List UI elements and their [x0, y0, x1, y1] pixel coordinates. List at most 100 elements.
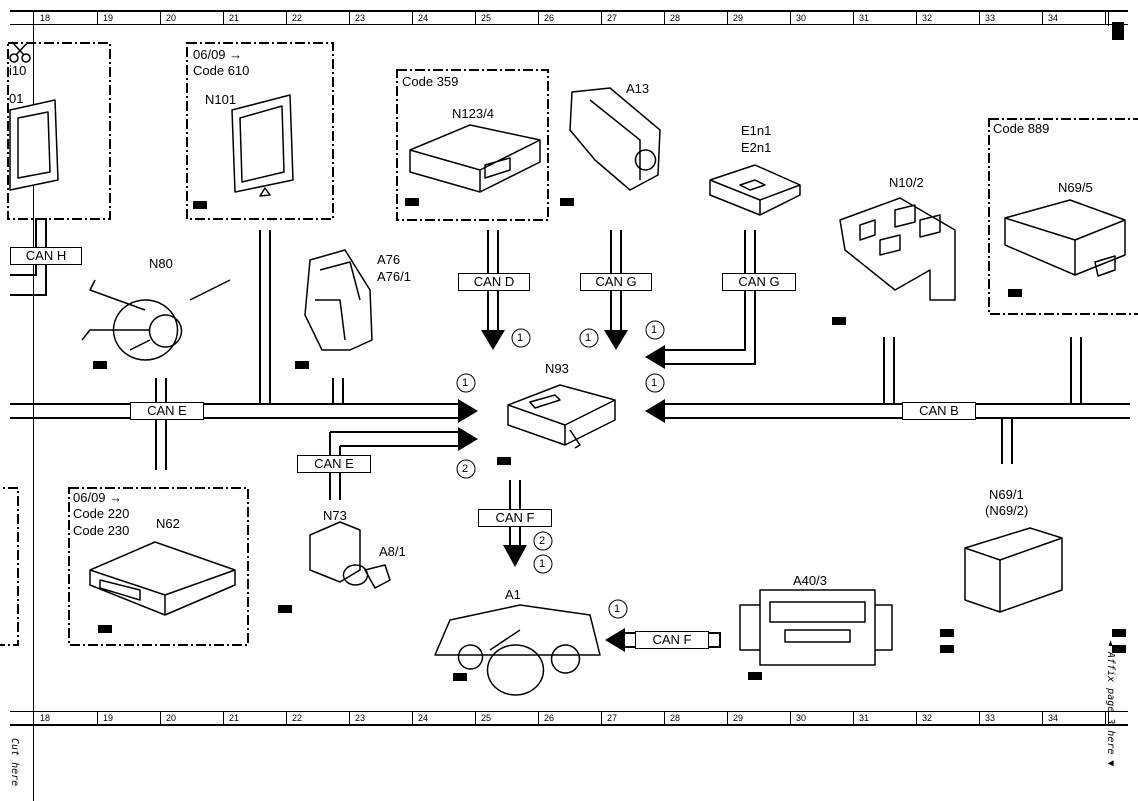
ruler-cell: 34: [1047, 13, 1058, 23]
a76-label: A76: [377, 252, 401, 267]
n62-sketch: [89, 541, 236, 616]
n101-note-code: Code 610: [193, 63, 250, 78]
frag-01-label: 01: [9, 91, 24, 106]
can-b-label: CAN B: [902, 402, 976, 420]
n69-1-drop: [1001, 418, 1013, 464]
ruler-tick: [97, 712, 98, 724]
can-e-lower-line: [329, 431, 458, 500]
marker-1c-text: 1: [651, 324, 658, 336]
arrow-can-g-right: [645, 345, 665, 369]
ruler-tick: [349, 12, 350, 24]
marker-1g-text: 1: [614, 603, 621, 615]
ruler-tick: [223, 712, 224, 724]
marker-1d-text: 1: [462, 377, 469, 389]
marker-circle-1e: [645, 373, 665, 393]
scissors-icon: [9, 41, 31, 63]
n123-sketch: [409, 124, 541, 193]
ruler-cell: 21: [228, 713, 239, 723]
ruler-cell: 31: [858, 713, 869, 723]
ruler-cell: 29: [732, 713, 743, 723]
marker-2a-text: 2: [462, 463, 469, 475]
ruler-cell: 30: [795, 713, 806, 723]
ruler-cell: 18: [39, 713, 50, 723]
ruler-cell: 29: [732, 13, 743, 23]
ruler-cell: 27: [606, 13, 617, 23]
reference-icon: [497, 457, 511, 465]
can-b-line: [665, 403, 1130, 419]
n69-1-sketch: [964, 527, 1063, 613]
ruler-tick: [853, 712, 854, 724]
ruler-tick: [286, 12, 287, 24]
a76-drop: [332, 378, 344, 404]
n101-drop: [259, 230, 271, 404]
can-h-label: CAN H: [10, 247, 82, 265]
ruler-tick: [349, 712, 350, 724]
n101-note-date: 06/09 →: [193, 47, 243, 62]
n123-option-box: [396, 69, 549, 221]
ruler-cell: 33: [984, 713, 995, 723]
ruler-cell: 26: [543, 713, 554, 723]
bottom-border: [10, 724, 1128, 726]
ruler-tick: [412, 712, 413, 724]
n69-5-label: N69/5: [1058, 180, 1093, 195]
marker-1e-text: 1: [651, 377, 658, 389]
can-g-right-line: [665, 230, 756, 365]
ruler-tick: [601, 712, 602, 724]
ruler-cell: 32: [921, 713, 932, 723]
marker-circle-2b: [533, 531, 553, 551]
a76-1-label: A76/1: [377, 269, 411, 284]
marker-circle-1g: [608, 599, 628, 619]
ruler-tick: [538, 12, 539, 24]
a1-sketch: [434, 604, 601, 696]
ruler-cell: 33: [984, 13, 995, 23]
a1-label: A1: [505, 587, 521, 602]
ruler-tick: [475, 712, 476, 724]
ruler-cell: 31: [858, 13, 869, 23]
n10-2-label: N10/2: [889, 175, 924, 190]
reference-icon: [1112, 645, 1126, 653]
n69-1-label: N69/1: [989, 487, 1024, 502]
can-f-label-2: CAN F: [635, 631, 709, 649]
ruler-cell: 22: [291, 13, 302, 23]
marker-1a-text: 1: [517, 332, 524, 344]
ruler-cell: 30: [795, 13, 806, 23]
n62-note-date: 06/09 →: [73, 490, 123, 505]
n69-5-sketch: [1004, 199, 1126, 277]
top-ruler-line: [10, 24, 1128, 25]
arrow-can-e-lower: [458, 427, 478, 451]
ruler-tick: [790, 12, 791, 24]
n80-label: N80: [149, 256, 173, 271]
ruler-tick: [1105, 712, 1106, 724]
n69-2-label: (N69/2): [985, 503, 1029, 518]
ruler-cell: 27: [606, 713, 617, 723]
right-edge-line: [1108, 12, 1109, 26]
right-edge-line-bottom: [1108, 711, 1109, 725]
arrow-can-d: [481, 330, 505, 350]
reference-icon: [560, 198, 574, 206]
n62-note-code1: Code 220: [73, 506, 130, 521]
a8-1-label: A8/1: [379, 544, 406, 559]
e2n1-label: E2n1: [741, 140, 772, 155]
ruler-tick: [160, 12, 161, 24]
arrow-can-g: [604, 330, 628, 350]
ruler-cell: 32: [921, 13, 932, 23]
marker-circle-1f: [533, 554, 553, 574]
a13-sketch: [569, 87, 661, 191]
ruler-tick: [727, 12, 728, 24]
ruler-cell: 23: [354, 713, 365, 723]
n93-sketch: [507, 384, 616, 449]
a40-3-sketch: [739, 589, 893, 666]
ruler-tick: [412, 12, 413, 24]
n62-label: N62: [156, 516, 180, 531]
marker-2b-text: 2: [539, 535, 546, 547]
ruler-tick: [160, 712, 161, 724]
marker-circle-1c: [645, 320, 665, 340]
ruler-cell: 34: [1047, 713, 1058, 723]
e1n1-sketch: [709, 164, 801, 216]
frag-box-left-lower: [0, 487, 19, 646]
marker-circle-1a: [511, 328, 531, 348]
frag-box-left: [7, 42, 111, 220]
marker-1b-text: 1: [585, 332, 592, 344]
ruler-tick: [1105, 12, 1106, 24]
